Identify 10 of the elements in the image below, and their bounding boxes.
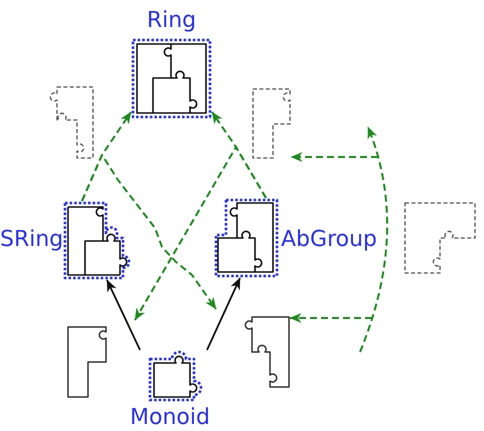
node-label: Ring [146,10,196,32]
arrow [106,280,141,350]
node-label: AbGroup [281,229,377,251]
arrow [206,278,241,350]
dashed-arrow [134,146,267,320]
dashed-arrow [290,313,372,323]
node-label: SRing [0,229,64,251]
node-label: Monoid [130,407,210,429]
dashed-arrow [290,152,378,162]
dashed-arrow [81,154,217,310]
